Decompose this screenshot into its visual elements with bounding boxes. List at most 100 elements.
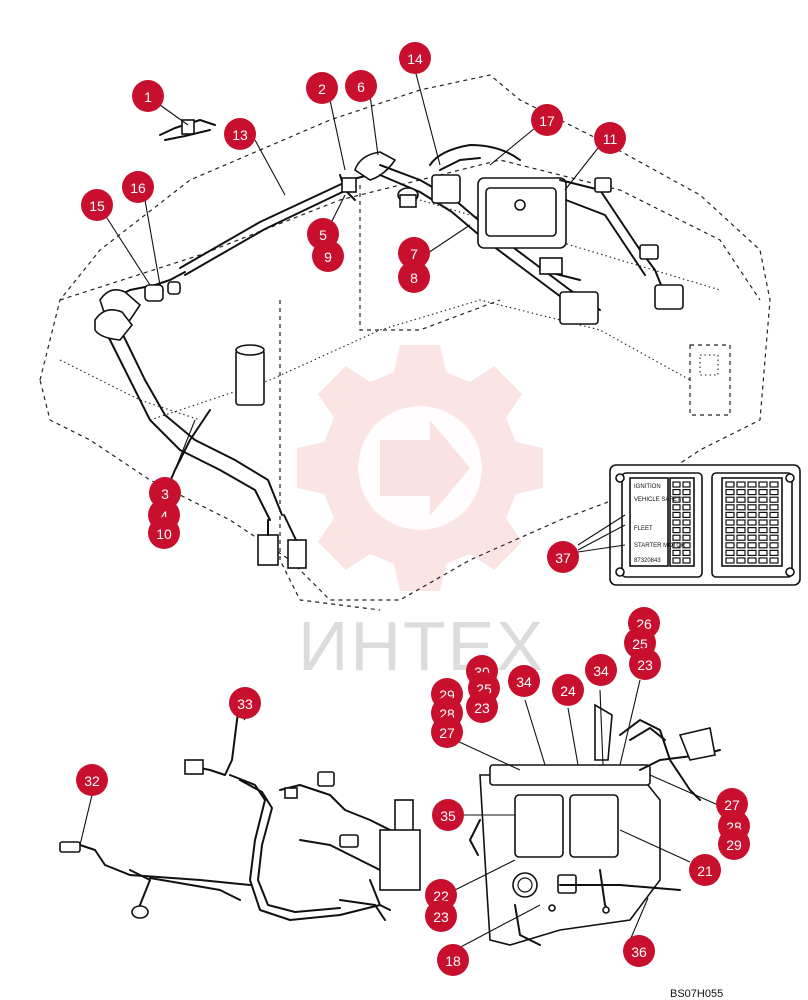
bracket-part — [559, 291, 599, 325]
fuse-slot — [672, 557, 681, 564]
fuse-slot — [682, 534, 691, 541]
fuse-slot — [725, 534, 735, 541]
fuse-slot — [747, 504, 757, 511]
fuse-slot — [736, 526, 746, 534]
fuse-slot — [725, 511, 735, 519]
fuse-label-ignition: IGNITION — [634, 484, 661, 490]
fuse-slot — [682, 526, 691, 534]
callout-number: 37 — [555, 550, 571, 566]
connector-part-2 — [654, 284, 684, 310]
callout-36: 36 — [623, 935, 655, 967]
fuse-slot — [747, 511, 757, 519]
callout-32: 32 — [76, 764, 108, 796]
callout-number: 29 — [726, 837, 742, 853]
callout-14: 14 — [399, 42, 431, 74]
relay-part — [431, 174, 461, 204]
fuse-label-vehicle-safety: VEHICLE SAFETY — [634, 497, 685, 503]
callout-16: 16 — [122, 171, 154, 203]
fuse-slot — [747, 481, 757, 488]
fuse-slot — [747, 534, 757, 541]
fuse-slot — [758, 534, 768, 541]
fuse-slot — [725, 519, 735, 526]
upper-harness — [94, 119, 684, 569]
callout-11: 11 — [594, 122, 626, 154]
callout-number: 7 — [410, 246, 418, 262]
callout-number: 9 — [324, 249, 332, 265]
fuse-slot — [682, 481, 691, 488]
fuse-slot — [758, 526, 768, 534]
callout-number: 17 — [539, 113, 555, 129]
grommet-part-2 — [354, 151, 397, 181]
fuse-slot — [672, 549, 681, 557]
callout-number: 36 — [631, 944, 647, 960]
fuse-panel: IGNITION VEHICLE SAFETY FLEET STARTER MO… — [609, 464, 801, 586]
fuse-slot — [769, 549, 779, 557]
fuse-slot — [725, 549, 735, 557]
fuse-slot — [758, 511, 768, 519]
callout-13: 13 — [224, 118, 256, 150]
callout-number: 23 — [474, 700, 490, 716]
fuse-slot — [682, 511, 691, 519]
callout-24: 24 — [552, 674, 584, 706]
fuse-slot — [769, 534, 779, 541]
callout-number: 21 — [697, 863, 713, 879]
fuse-slot — [736, 534, 746, 541]
callout-34: 34 — [508, 665, 540, 697]
fuse-slot — [736, 496, 746, 503]
fuse-slot — [758, 557, 768, 564]
callout-7: 7 — [398, 237, 430, 269]
callout-number: 10 — [156, 526, 172, 542]
callout-number: 18 — [445, 953, 461, 969]
fuse-slot — [672, 534, 681, 541]
callout-number: 6 — [357, 79, 365, 95]
fuse-slot — [769, 526, 779, 534]
callout-18: 18 — [437, 944, 469, 976]
fuse-slot — [672, 519, 681, 526]
callout-37: 37 — [547, 541, 579, 573]
grommet-part — [144, 284, 164, 302]
fuse-slot — [736, 504, 746, 511]
callout-8: 8 — [398, 261, 430, 293]
fuse-slot — [682, 504, 691, 511]
watermark-text: ИНТЕХ — [298, 607, 545, 685]
controller-module-1 — [514, 794, 564, 858]
callout-number: 15 — [89, 198, 105, 214]
fuse-slot — [769, 481, 779, 488]
fuse-slot — [682, 549, 691, 557]
fuse-slot — [682, 542, 691, 549]
fuse-slot — [672, 489, 681, 496]
callout-number: 22 — [433, 888, 449, 904]
fuse-slot — [725, 557, 735, 564]
callout-number: 32 — [84, 773, 100, 789]
fuse-slot — [747, 549, 757, 557]
fuse-slot — [736, 519, 746, 526]
callout-34: 34 — [585, 654, 617, 686]
watermark-gear-logo — [297, 345, 543, 591]
fuse-slot — [736, 489, 746, 496]
fuse-slot — [758, 496, 768, 503]
fuse-slot — [769, 504, 779, 511]
fuse-label-part-number: 87320843 — [634, 558, 661, 564]
fuse-slot — [747, 542, 757, 549]
fuse-slot — [725, 504, 735, 511]
callout-1: 1 — [132, 80, 164, 112]
callout-10: 10 — [148, 517, 180, 549]
fuse-slot — [736, 511, 746, 519]
fuse-slot — [758, 519, 768, 526]
fuse-slot — [758, 542, 768, 549]
fuse-slot — [758, 489, 768, 496]
fuse-slot — [672, 542, 681, 549]
fuse-slot — [682, 496, 691, 503]
fuse-slot — [725, 481, 735, 488]
callout-number: 3 — [161, 486, 169, 502]
fuse-slot — [747, 496, 757, 503]
controller-plate — [469, 703, 721, 946]
fuse-slot — [672, 526, 681, 534]
fuse-slot — [725, 489, 735, 496]
fuse-slot — [758, 549, 768, 557]
fuse-slot — [725, 496, 735, 503]
fuse-slot — [758, 481, 768, 488]
callout-23: 23 — [425, 900, 457, 932]
fuse-slot — [736, 481, 746, 488]
